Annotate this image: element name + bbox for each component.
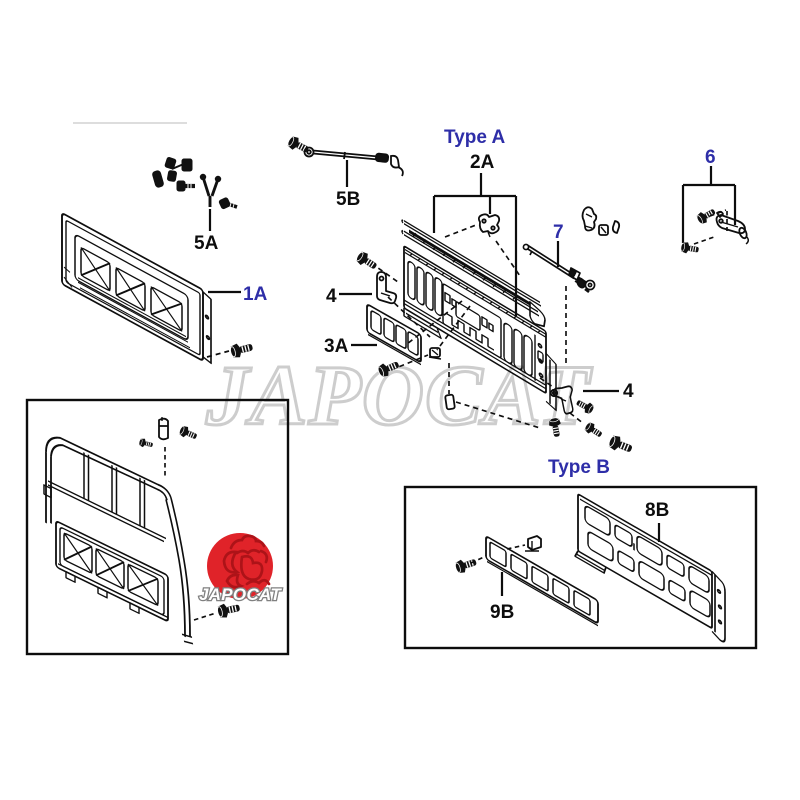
svg-text:3A: 3A — [324, 336, 349, 357]
svg-text:8B: 8B — [645, 500, 669, 521]
svg-text:9B: 9B — [490, 602, 514, 623]
svg-text:4: 4 — [623, 381, 634, 402]
svg-text:2A: 2A — [470, 152, 495, 173]
svg-text:5B: 5B — [336, 189, 360, 210]
svg-text:4: 4 — [326, 286, 337, 307]
svg-text:1A: 1A — [243, 284, 268, 305]
svg-text:JAPOCAT: JAPOCAT — [199, 585, 282, 604]
svg-text:5A: 5A — [194, 233, 219, 254]
svg-text:6: 6 — [705, 147, 716, 168]
svg-text:Type B: Type B — [548, 457, 610, 478]
svg-text:Type A: Type A — [444, 127, 506, 148]
svg-text:JAPOCAT: JAPOCAT — [205, 347, 593, 443]
svg-text:7: 7 — [553, 222, 564, 243]
